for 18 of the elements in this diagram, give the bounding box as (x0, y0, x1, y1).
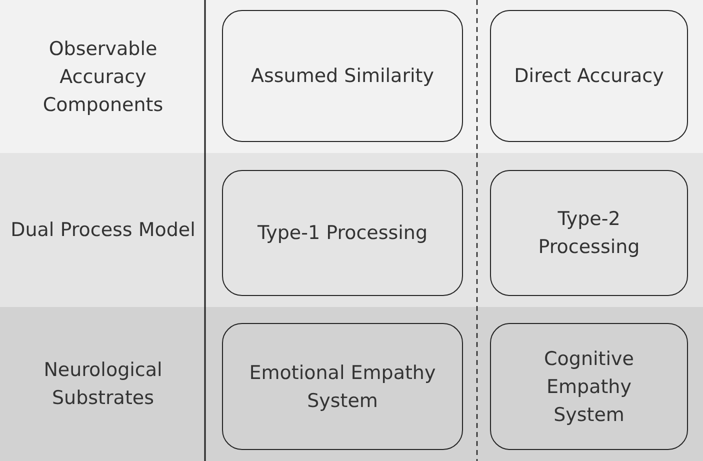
box-label: Assumed Similarity (250, 64, 435, 89)
rounded-box (490, 323, 688, 450)
box-label: Type-1 Processing (256, 221, 429, 246)
box-label: Direct Accuracy (513, 64, 665, 89)
rounded-box (222, 323, 463, 450)
rounded-box (490, 10, 688, 142)
rounded-box (222, 170, 463, 296)
box-label: Emotional Empathy System (248, 360, 437, 414)
row-band (0, 0, 703, 153)
row-band (0, 153, 703, 307)
rounded-box (490, 170, 688, 296)
row-heading: Neurological Substrates (42, 358, 164, 411)
row-heading: Dual Process Model (10, 218, 196, 243)
rounded-box (222, 10, 463, 142)
row-band (0, 307, 703, 461)
row-heading: Observable Accuracy Components (42, 36, 164, 118)
box-label: Cognitive Empathy System (543, 346, 635, 428)
box-label: Type-2 Processing (537, 207, 641, 260)
